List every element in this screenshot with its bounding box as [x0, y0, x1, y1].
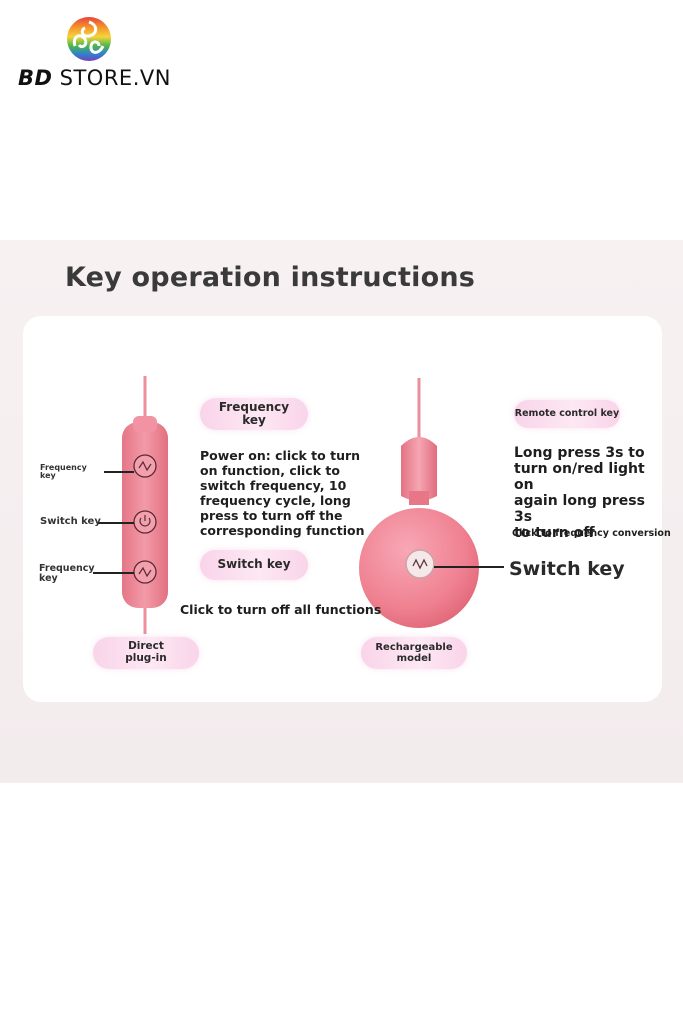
desc-line: again long press 3s [514, 493, 645, 526]
frequency-conversion-note: Click to frequency conversion [512, 528, 671, 539]
pill-switch-key: Switch key [200, 550, 308, 580]
desc-line: turn on/red light on [514, 461, 645, 494]
logo-icon [67, 17, 111, 61]
logo-text: BD STORE.VN [18, 66, 171, 90]
label-switch-key: Switch key [40, 516, 101, 527]
desc-line: switch frequency, 10 [200, 478, 347, 493]
label-line: key [39, 572, 58, 584]
pointer-line [104, 471, 134, 473]
pill-remote-control-key: Remote control key [514, 400, 620, 428]
pill-line: model [396, 653, 432, 664]
desc-line: frequency cycle, long [200, 493, 351, 508]
switch-key-label: Switch key [509, 558, 625, 580]
pointer-line [93, 572, 134, 574]
desc-line: to turn off [514, 525, 595, 542]
desc-line: press to turn off the [200, 508, 343, 523]
pill-frequency-key: Frequency key [200, 398, 308, 430]
desc-line: on function, click to [200, 463, 340, 478]
brand-logo: BD STORE.VN [16, 12, 176, 92]
desc-line: Power on: click to turn [200, 448, 361, 463]
page-title: Key operation instructions [65, 262, 476, 293]
pill-line: Frequency [218, 399, 290, 414]
switch-key-note: Click to turn off all functions [180, 602, 382, 617]
label-frequency-key-top: Frequency key [40, 463, 87, 481]
pill-rechargeable-model: Rechargeable model [361, 637, 467, 669]
pill-line: key [242, 413, 266, 427]
label-line: Frequency [39, 563, 95, 574]
wired-remote-illustration [122, 376, 479, 634]
remote-control-description: Long press 3s to turn on/red light on ag… [514, 445, 662, 542]
desc-line: Long press 3s to [514, 445, 645, 461]
pill-line: Rechargeable [375, 642, 453, 653]
desc-line: corresponding function [200, 523, 365, 538]
pointer-line [98, 522, 134, 524]
pill-line: Direct [128, 640, 164, 653]
logo-store: STORE.VN [59, 66, 171, 90]
label-frequency-key-bottom: Frequency key [39, 564, 95, 584]
pill-line: plug-in [125, 652, 167, 664]
pill-direct-plug-in: Direct plug-in [93, 637, 199, 669]
label-line: Frequency [40, 463, 87, 472]
instructions-section: Key operation instructions [0, 240, 683, 783]
frequency-key-description: Power on: click to turn on function, cli… [200, 448, 365, 538]
pointer-line [434, 566, 504, 568]
instructions-card: Frequency key Switch key Frequency key F… [23, 316, 671, 702]
label-line: key [40, 471, 56, 481]
logo-bd: BD [18, 66, 53, 90]
